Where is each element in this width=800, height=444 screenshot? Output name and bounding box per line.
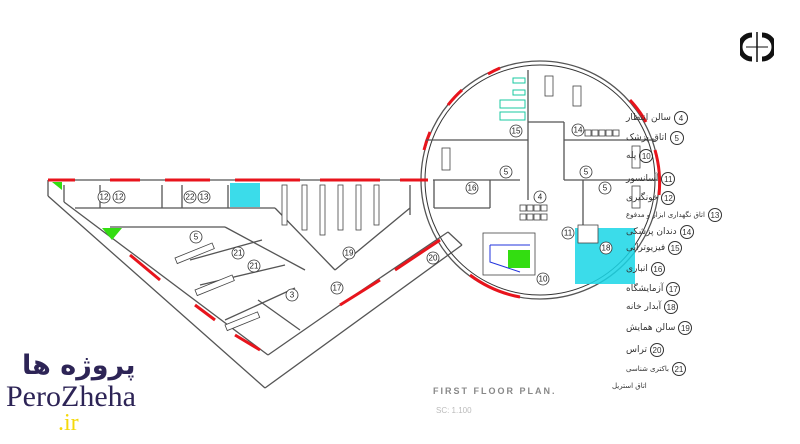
- circle-windows: [422, 66, 662, 299]
- svg-text:15: 15: [512, 127, 521, 136]
- room-number-labels: 4 5 5 5 14 15 16 11 18 10 12 12 22 13 5 …: [97, 123, 613, 302]
- svg-text:19: 19: [345, 249, 354, 258]
- planter: [102, 228, 122, 240]
- room-label-13: 13: [197, 190, 211, 204]
- plan-title: FIRST FLOOR PLAN.: [433, 386, 557, 396]
- room-label-5: 5: [499, 165, 513, 179]
- svg-text:21: 21: [250, 262, 259, 271]
- auditorium-seats: [281, 184, 380, 236]
- room-label-10: 10: [536, 272, 550, 286]
- room-label-18: 18: [599, 241, 613, 255]
- room-label-12: 12: [97, 190, 111, 204]
- svg-text:4: 4: [538, 193, 543, 202]
- room-label-15: 15: [509, 124, 523, 138]
- room-label-11: 11: [561, 226, 575, 240]
- svg-text:5: 5: [194, 233, 199, 242]
- stair: [482, 232, 536, 276]
- room-label-12: 12: [112, 190, 126, 204]
- north-arrow-logo: [740, 32, 774, 62]
- room-label-17: 17: [330, 281, 344, 295]
- circle-internal-walls: [426, 70, 657, 225]
- svg-text:14: 14: [574, 126, 583, 135]
- room-label-3: 3: [285, 288, 299, 302]
- watermark-latin: PeroZheha: [6, 380, 136, 413]
- svg-text:12: 12: [115, 193, 124, 202]
- svg-text:3: 3: [290, 291, 295, 300]
- svg-text:11: 11: [564, 229, 573, 238]
- svg-text:16: 16: [468, 184, 477, 193]
- svg-text:21: 21: [234, 249, 243, 258]
- planter-corner: [52, 182, 62, 190]
- svg-text:12: 12: [100, 193, 109, 202]
- toilets: [230, 183, 260, 207]
- room-label-21: 21: [247, 259, 261, 273]
- watermark-domain: .ir: [58, 410, 79, 436]
- room-label-16: 16: [465, 181, 479, 195]
- svg-text:18: 18: [602, 244, 611, 253]
- left-wing-windows: [48, 178, 441, 352]
- room-label-5: 5: [579, 165, 593, 179]
- svg-text:5: 5: [603, 184, 608, 193]
- room-label-22: 22: [183, 190, 197, 204]
- svg-text:10: 10: [539, 275, 548, 284]
- room-label-5: 5: [189, 230, 203, 244]
- svg-text:20: 20: [429, 254, 438, 263]
- watermark-persian: پروژه ها: [22, 350, 136, 381]
- lab-benches: [174, 242, 261, 332]
- physio-equipment: [499, 77, 526, 121]
- svg-text:13: 13: [200, 193, 209, 202]
- room-label-19: 19: [342, 246, 356, 260]
- svg-text:5: 5: [504, 168, 509, 177]
- svg-text:5: 5: [584, 168, 589, 177]
- room-label-14: 14: [571, 123, 585, 137]
- waiting-seats: [441, 75, 641, 221]
- room-label-21: 21: [231, 246, 245, 260]
- elevator: [577, 224, 599, 244]
- svg-text:22: 22: [186, 193, 195, 202]
- room-label-4: 4: [533, 190, 547, 204]
- svg-text:17: 17: [333, 284, 342, 293]
- legend-item-sterile: اتاق استریل: [612, 382, 647, 390]
- room-label-20: 20: [426, 251, 440, 265]
- plan-scale: SC: 1.100: [436, 406, 472, 415]
- room-label-5: 5: [598, 181, 612, 195]
